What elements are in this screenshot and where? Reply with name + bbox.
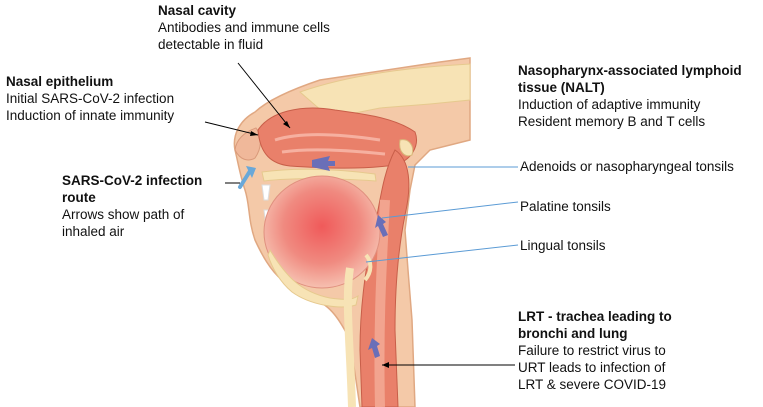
palatine-tonsils-text: Palatine tonsils xyxy=(520,199,611,214)
label-adenoids: Adenoids or nasopharyngeal tonsils xyxy=(520,158,734,175)
infection-route-line-2: inhaled air xyxy=(62,224,125,239)
nasal-epithelium-line-1: Initial SARS-CoV-2 infection xyxy=(6,91,175,106)
callout-palatine xyxy=(381,201,519,219)
callout-nasal-cavity xyxy=(237,62,291,129)
adenoid-tissue xyxy=(399,139,414,157)
tongue xyxy=(263,175,381,289)
nalt-title-2: tissue (NALT) xyxy=(518,80,605,95)
label-nalt: Nasopharynx-associated lymphoid tissue (… xyxy=(518,62,742,130)
lrt-title-1: LRT - trachea leading to xyxy=(518,309,672,324)
hard-palate xyxy=(261,168,377,182)
label-nasal-epithelium: Nasal epithelium Initial SARS-CoV-2 infe… xyxy=(6,73,174,124)
callout-lines xyxy=(204,62,519,368)
skull-bone xyxy=(299,63,471,119)
lrt-title-2: bronchi and lung xyxy=(518,326,628,341)
nasal-epithelium-line-2: Induction of innate immunity xyxy=(6,108,175,123)
label-lingual-tonsils: Lingual tonsils xyxy=(520,237,606,254)
infection-route-title-1: SARS-CoV-2 infection xyxy=(62,173,203,188)
nalt-title-1: Nasopharynx-associated lymphoid xyxy=(518,63,742,78)
infection-route-title-2: route xyxy=(62,190,96,205)
lrt-line-1: Failure to restrict virus to xyxy=(518,343,666,358)
label-lrt: LRT - trachea leading to bronchi and lun… xyxy=(518,308,672,393)
callout-lingual xyxy=(365,244,519,263)
adenoids-text: Adenoids or nasopharyngeal tonsils xyxy=(520,159,734,174)
nalt-line-2: Resident memory B and T cells xyxy=(518,114,706,129)
trachea-cartilage xyxy=(343,267,356,407)
nasal-epithelium-title: Nasal epithelium xyxy=(6,74,114,89)
entry-air-arrow xyxy=(238,166,256,189)
infection-route-line-1: Arrows show path of xyxy=(62,207,185,222)
nasal-cavity-title: Nasal cavity xyxy=(158,3,237,18)
lrt-line-3: LRT & severe COVID-19 xyxy=(518,377,667,392)
label-nasal-cavity: Nasal cavity Antibodies and immune cells… xyxy=(158,2,330,53)
nasal-cavity-line-2: detectable in fluid xyxy=(158,37,264,52)
label-palatine-tonsils: Palatine tonsils xyxy=(520,198,611,215)
lingual-tonsils-text: Lingual tonsils xyxy=(520,238,606,253)
nasal-cavity-line-1: Antibodies and immune cells xyxy=(158,20,330,35)
inhaled-air-arrows xyxy=(312,156,388,358)
label-infection-route: SARS-CoV-2 infection route Arrows show p… xyxy=(62,172,202,240)
lrt-line-2: URT leads to infection of xyxy=(518,360,666,375)
callout-nasal-epithelium xyxy=(204,121,259,136)
nalt-line-1: Induction of adaptive immunity xyxy=(518,97,701,112)
